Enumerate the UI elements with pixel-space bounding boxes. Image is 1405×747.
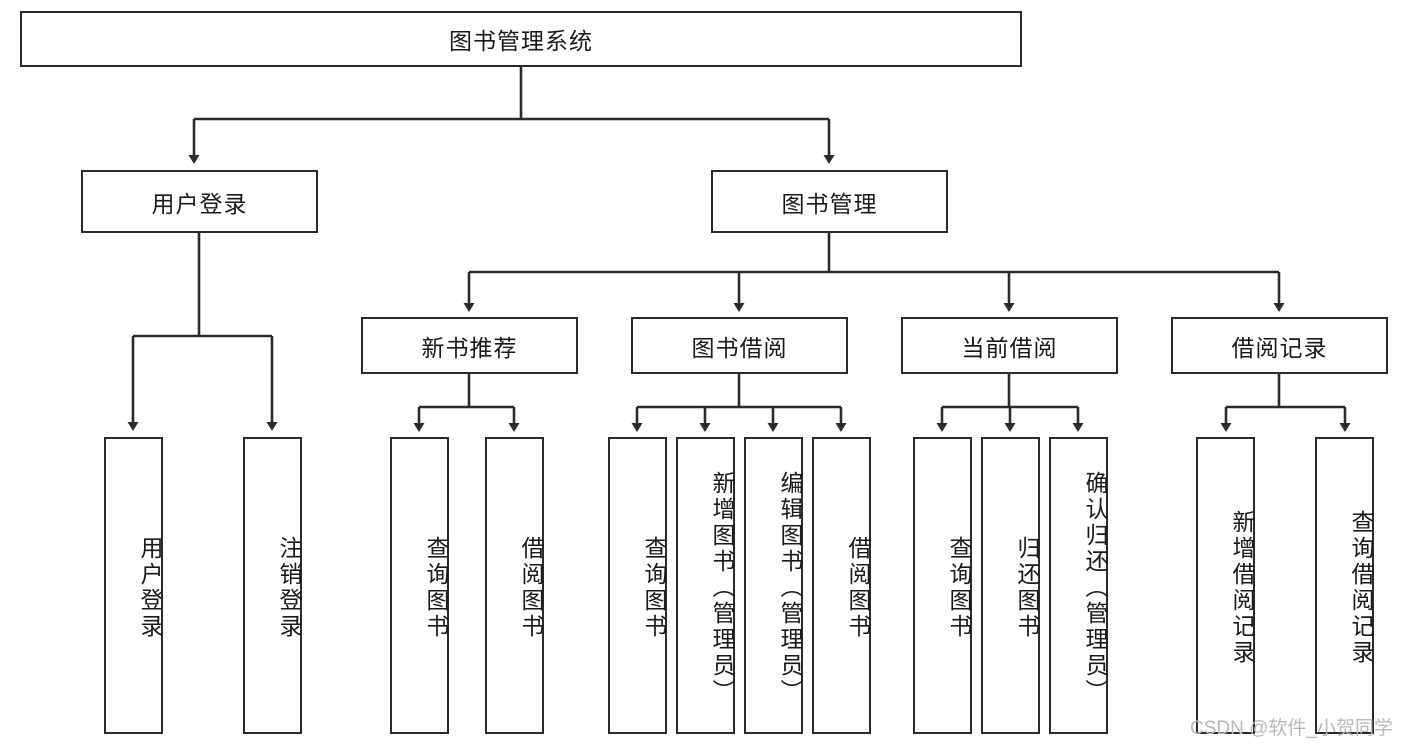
node-root[interactable]: 图书管理系统 (20, 11, 1022, 67)
leaf-current-confirm-return-admin[interactable]: 确认归还（管理员） (1049, 437, 1108, 734)
leaf-borrow-add-book-admin-label: 新增图书（管理员） (709, 470, 735, 705)
leaf-borrow-borrow-book[interactable]: 借阅图书 (812, 437, 871, 734)
leaf-user-login[interactable]: 用户登录 (104, 437, 163, 734)
node-book-management[interactable]: 图书管理 (711, 170, 948, 233)
leaf-current-return-book-label: 归还图书 (1014, 535, 1040, 640)
node-new-book-recommend[interactable]: 新书推荐 (361, 317, 578, 374)
node-user-login[interactable]: 用户登录 (81, 170, 318, 233)
node-book-borrow-label: 图书借阅 (691, 334, 788, 361)
node-book-management-label: 图书管理 (781, 190, 878, 217)
leaf-record-query-record[interactable]: 查询借阅记录 (1315, 437, 1374, 734)
node-new-book-recommend-label: 新书推荐 (421, 334, 518, 361)
leaf-user-login-label: 用户登录 (137, 535, 163, 640)
leaf-current-query-book[interactable]: 查询图书 (913, 437, 972, 734)
leaf-current-confirm-return-admin-label: 确认归还（管理员） (1082, 470, 1108, 705)
leaf-logout-login-label: 注销登录 (276, 535, 302, 640)
node-book-borrow[interactable]: 图书借阅 (631, 317, 848, 374)
leaf-borrow-borrow-book-label: 借阅图书 (845, 535, 871, 640)
node-borrow-record-label: 借阅记录 (1231, 334, 1328, 361)
leaf-newbook-borrow-book[interactable]: 借阅图书 (485, 437, 544, 734)
leaf-newbook-query-book[interactable]: 查询图书 (390, 437, 449, 734)
leaf-borrow-add-book-admin[interactable]: 新增图书（管理员） (676, 437, 735, 734)
leaf-borrow-edit-book-admin[interactable]: 编辑图书（管理员） (744, 437, 803, 734)
leaf-borrow-query-book[interactable]: 查询图书 (608, 437, 667, 734)
leaf-logout-login[interactable]: 注销登录 (243, 437, 302, 734)
node-current-borrow[interactable]: 当前借阅 (901, 317, 1118, 374)
leaf-record-add-record[interactable]: 新增借阅记录 (1196, 437, 1255, 734)
leaf-current-query-book-label: 查询图书 (946, 535, 972, 640)
node-current-borrow-label: 当前借阅 (961, 334, 1058, 361)
leaf-current-return-book[interactable]: 归还图书 (981, 437, 1040, 734)
leaf-record-query-record-label: 查询借阅记录 (1348, 509, 1374, 666)
watermark: CSDN @软件_小贺同学 (1190, 718, 1393, 739)
leaf-newbook-borrow-book-label: 借阅图书 (518, 535, 544, 640)
node-borrow-record[interactable]: 借阅记录 (1171, 317, 1388, 374)
leaf-newbook-query-book-label: 查询图书 (423, 535, 449, 640)
leaf-borrow-query-book-label: 查询图书 (641, 535, 667, 640)
node-user-login-label: 用户登录 (151, 190, 248, 217)
node-root-label: 图书管理系统 (449, 28, 593, 54)
leaf-record-add-record-label: 新增借阅记录 (1229, 509, 1255, 666)
leaf-borrow-edit-book-admin-label: 编辑图书（管理员） (777, 470, 803, 705)
